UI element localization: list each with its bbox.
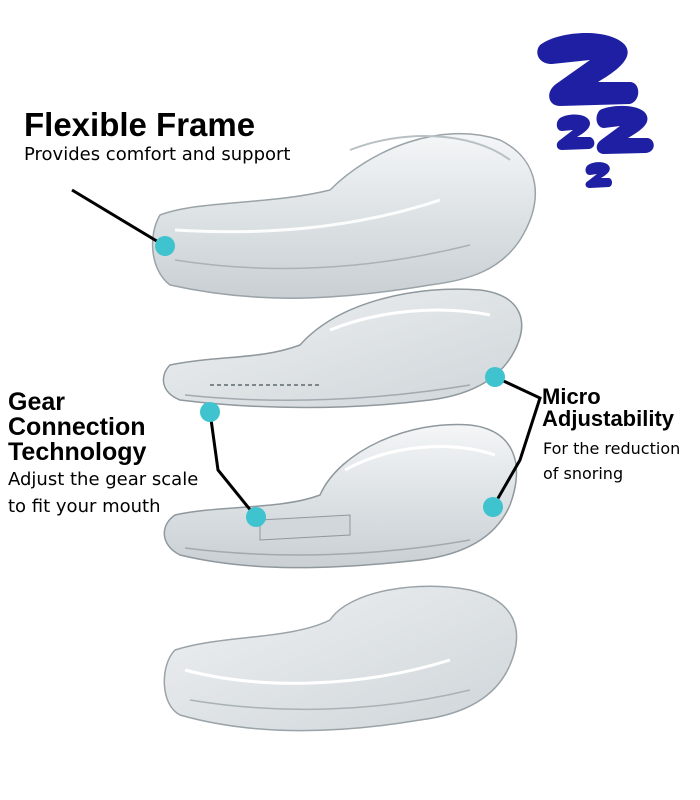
- gear-desc-line-2: to fit your mouth: [8, 496, 161, 517]
- adjustable-base-layer: [163, 423, 518, 569]
- gear-connection-dot-top: [200, 402, 220, 422]
- gear-connection-layer: [162, 288, 523, 409]
- micro-adjustability-title: Micro Adjustability: [542, 386, 700, 430]
- gear-title-line-3: Technology: [8, 438, 147, 466]
- micro-desc-line-2: of snoring: [543, 463, 624, 483]
- micro-desc-line-1: For the reduction: [543, 439, 681, 458]
- flexible-frame-leader-line: [71, 188, 166, 248]
- micro-title-line-2: Adjustability: [542, 406, 675, 431]
- gear-title-line-1: Gear: [8, 388, 65, 416]
- gear-connection-leader-line: [208, 411, 258, 518]
- micro-adjustability-dot-top: [485, 367, 505, 387]
- micro-adjustability-description: For the reduction of snoring: [543, 437, 700, 487]
- flexible-frame-layer: [151, 132, 537, 299]
- flexible-frame-description: Provides comfort and support: [24, 144, 291, 165]
- bottom-tray-layer: [163, 585, 518, 732]
- micro-title-line-1: Micro: [542, 384, 601, 409]
- gear-connection-description: Adjust the gear scale to fit your mouth: [8, 466, 208, 520]
- micro-adjustability-dot-bottom: [483, 497, 503, 517]
- gear-desc-line-1: Adjust the gear scale: [8, 469, 199, 490]
- micro-adjustability-leader-line: [491, 375, 542, 508]
- gear-title-line-2: Connection: [8, 413, 146, 441]
- flexible-frame-dot: [155, 236, 175, 256]
- gear-connection-title: Gear Connection Technology: [8, 390, 208, 465]
- gear-connection-dot-bottom: [246, 507, 266, 527]
- flexible-frame-title: Flexible Frame: [24, 106, 256, 143]
- sleep-zzz-icon: [537, 32, 654, 188]
